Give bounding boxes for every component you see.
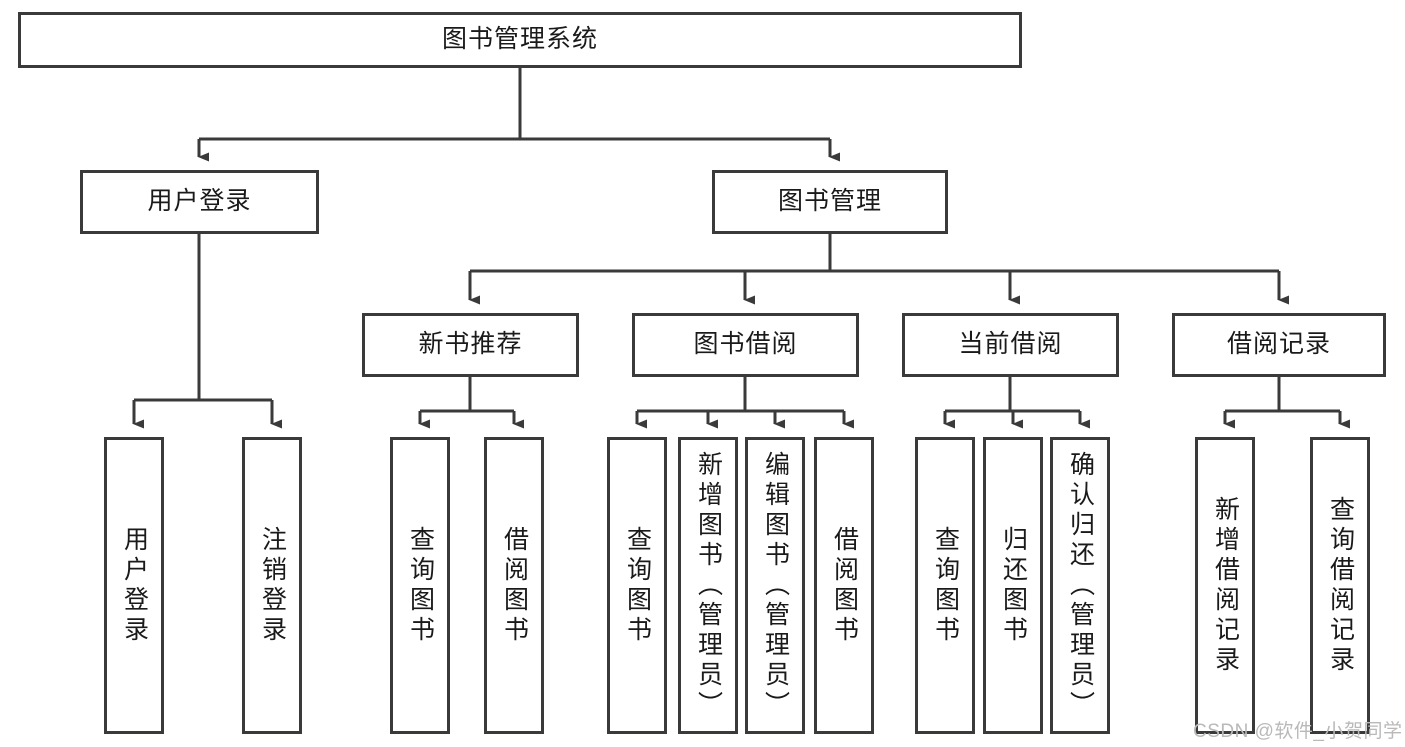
leaf-label: 查询图书 bbox=[406, 525, 435, 646]
leaf-label: 借阅图书 bbox=[500, 525, 529, 646]
leaf-borrow-borrow-book[interactable]: 借阅图书 bbox=[814, 437, 874, 734]
node-current-borrow[interactable]: 当前借阅 bbox=[902, 313, 1119, 377]
leaf-label: 查询图书 bbox=[623, 525, 652, 646]
leaf-borrow-edit-book[interactable]: 编辑图书（管理员） bbox=[745, 437, 805, 734]
leaf-label: 确认归还（管理员） bbox=[1066, 450, 1095, 721]
node-borrow-record[interactable]: 借阅记录 bbox=[1172, 313, 1386, 377]
leaf-current-return-book[interactable]: 归还图书 bbox=[983, 437, 1043, 734]
leaf-borrow-add-book[interactable]: 新增图书（管理员） bbox=[678, 437, 738, 734]
leaf-label: 用户登录 bbox=[120, 525, 149, 646]
leaf-user-login[interactable]: 用户登录 bbox=[104, 437, 164, 734]
leaf-recommend-borrow-book[interactable]: 借阅图书 bbox=[484, 437, 544, 734]
leaf-current-confirm-return[interactable]: 确认归还（管理员） bbox=[1050, 437, 1110, 734]
leaf-user-logout[interactable]: 注销登录 bbox=[242, 437, 302, 734]
leaf-record-add-record[interactable]: 新增借阅记录 bbox=[1195, 437, 1255, 734]
leaf-label: 查询图书 bbox=[931, 525, 960, 646]
leaf-record-query-record[interactable]: 查询借阅记录 bbox=[1310, 437, 1370, 734]
node-book-borrow[interactable]: 图书借阅 bbox=[632, 313, 859, 377]
node-root[interactable]: 图书管理系统 bbox=[18, 12, 1022, 68]
leaf-label: 新增图书（管理员） bbox=[694, 450, 723, 721]
leaf-current-query-book[interactable]: 查询图书 bbox=[915, 437, 975, 734]
leaf-label: 新增借阅记录 bbox=[1211, 495, 1240, 676]
node-new-book-recommend[interactable]: 新书推荐 bbox=[362, 313, 579, 377]
leaf-label: 归还图书 bbox=[999, 525, 1028, 646]
node-user-login[interactable]: 用户登录 bbox=[80, 170, 319, 234]
leaf-label: 借阅图书 bbox=[830, 525, 859, 646]
leaf-borrow-query-book[interactable]: 查询图书 bbox=[607, 437, 667, 734]
leaf-label: 查询借阅记录 bbox=[1326, 495, 1355, 676]
watermark: CSDN @软件_小贺同学 bbox=[1193, 721, 1403, 742]
leaf-recommend-query-book[interactable]: 查询图书 bbox=[390, 437, 450, 734]
node-book-manage[interactable]: 图书管理 bbox=[712, 170, 948, 234]
leaf-label: 注销登录 bbox=[258, 525, 287, 646]
leaf-label: 编辑图书（管理员） bbox=[761, 450, 790, 721]
